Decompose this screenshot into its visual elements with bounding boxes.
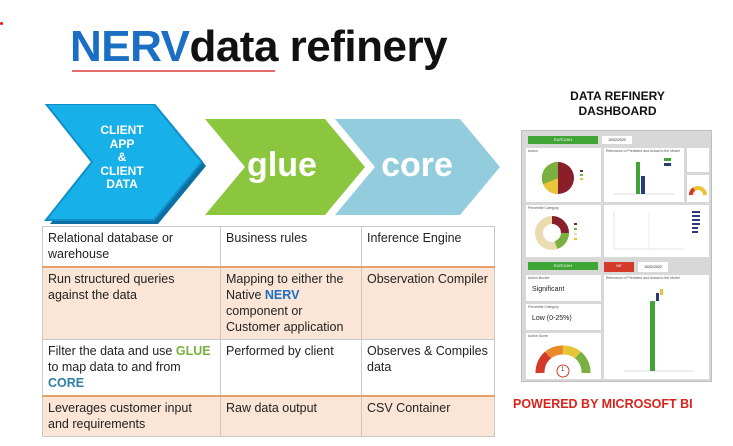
relevance-panel: Relevance of Predicted and Actual to the… (604, 148, 684, 202)
glue-keyword: GLUE (175, 344, 211, 358)
percentile-value: Low (0-25%) (532, 315, 572, 322)
top-date: 10/02/2020 (602, 136, 632, 144)
scatter-plot (613, 211, 700, 250)
table-cell: Mapping to either the Native NERV compon… (220, 266, 362, 340)
action-score-panel: Action Score 1 (526, 333, 601, 379)
mid-badge: EURO/AH (528, 262, 598, 270)
powered-by-label: POWERED BY MICROSOFT BI (513, 397, 693, 411)
relevance-bars (614, 158, 674, 195)
table-cell: Filter the data and use GLUE to map data… (42, 339, 221, 397)
relevance-bars-large (624, 289, 694, 372)
table-cell: Observes & Compiles data (361, 339, 495, 397)
kpi-panel (687, 148, 709, 172)
dashboard-heading: DATA REFINERY DASHBOARD (570, 89, 665, 118)
table-cell: Inference Engine (361, 226, 495, 268)
red-badge: NE (604, 262, 634, 272)
mid-date: 10/02/2020 (638, 262, 668, 272)
core-keyword: CORE (48, 376, 85, 390)
dashboard-thumbnail: EURO/AH 10/02/2020 Action Relevance of P… (521, 130, 712, 382)
table-cell: Performed by client (220, 339, 362, 397)
client-arrow-label: CLIENT APP & CLIENT DATA (100, 123, 144, 191)
table-cell: Business rules (220, 226, 362, 268)
page-title: NERVdata refinery (70, 22, 448, 72)
table-row: Filter the data and use GLUE to map data… (42, 339, 495, 397)
core-arrow-label: core (381, 146, 453, 184)
action-panel: Action (526, 148, 601, 202)
action-score-gauge (535, 345, 591, 378)
title-rest: data refinery (189, 22, 448, 71)
client-arrow (43, 104, 204, 221)
comparison-table: Relational database or warehouse Busines… (42, 226, 495, 437)
process-arrows (43, 104, 500, 224)
scatter-panel (604, 205, 709, 257)
table-cell: Relational database or warehouse (42, 226, 221, 268)
top-badge: EURO/AH (528, 136, 598, 144)
significance-value: Significant (532, 286, 565, 293)
glue-arrow-label: glue (247, 146, 317, 184)
gauge-mini-panel (687, 175, 709, 202)
table-cell: CSV Container (361, 395, 495, 437)
nerv-keyword: NERV (264, 288, 300, 302)
table-row: Run structured queries against the data … (42, 266, 495, 340)
relevance-panel-large: Relevance of Predicted and Actual to the… (604, 275, 709, 379)
table-row: Relational database or warehouse Busines… (42, 226, 495, 268)
title-spellcheck-underline (72, 70, 275, 72)
glue-arrow (205, 119, 365, 215)
table-cell: Run structured queries against the data (42, 266, 221, 340)
percentile-donut (535, 216, 577, 250)
title-nerv: NERV (70, 22, 190, 71)
table-cell: Observation Compiler (361, 266, 495, 340)
percentile-value-panel: Percentile Category Low (0-25%) (526, 304, 601, 330)
table-cell: Leverages customer input and requirement… (42, 395, 221, 437)
table-row: Leverages customer input and requirement… (42, 395, 495, 437)
core-arrow (335, 119, 500, 215)
percentile-panel: Percentile Category (526, 205, 601, 257)
gauge-value: 1 (561, 367, 565, 373)
mini-gauge (689, 186, 707, 196)
slide-marker-dot (0, 22, 3, 25)
action-pie (541, 161, 583, 195)
action-bucket-panel: Action Bucket Significant (526, 275, 601, 301)
table-cell: Raw data output (220, 395, 362, 437)
